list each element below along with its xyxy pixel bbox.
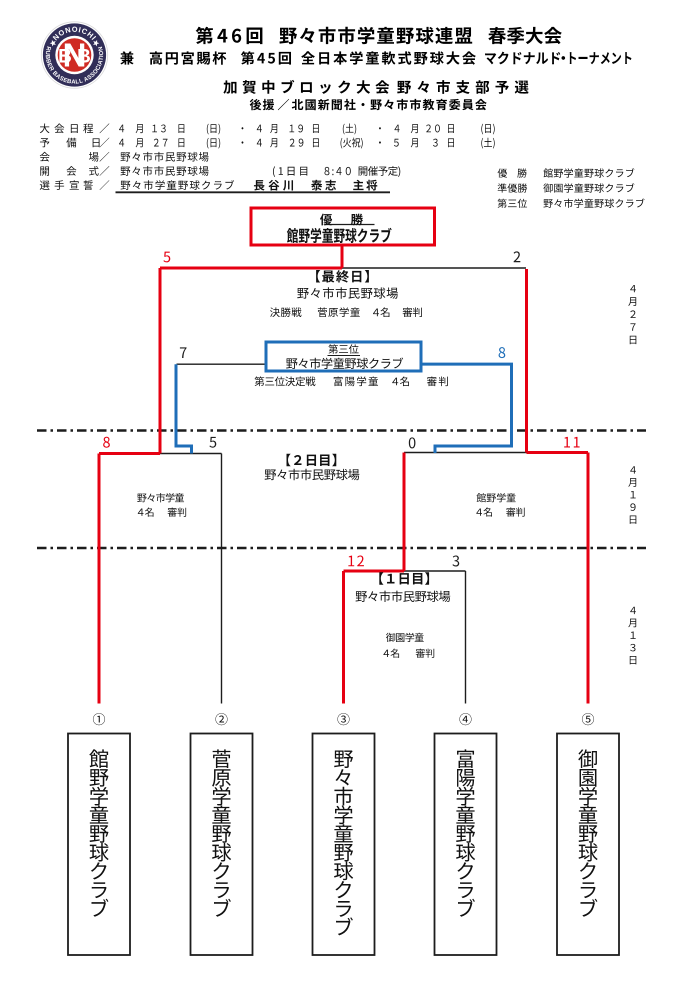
svg-text:N: N [63, 37, 87, 74]
svg-text:B: B [77, 47, 91, 68]
svg-text:B: B [58, 47, 72, 68]
